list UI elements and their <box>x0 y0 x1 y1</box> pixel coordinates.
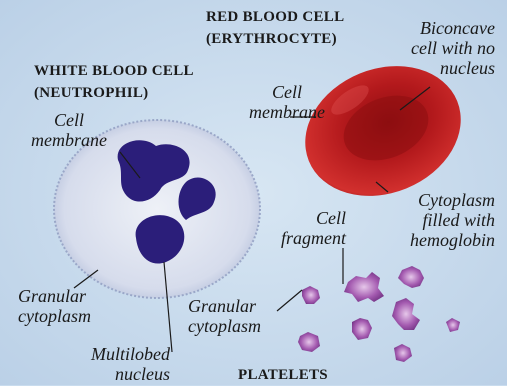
wbc-membrane-label: Cell membrane <box>4 110 134 150</box>
granular-cytoplasm-wbc-label: Granular cytoplasm <box>18 286 91 326</box>
rbc-title: RED BLOOD CELL (ERYTHROCYTE) <box>206 6 344 50</box>
granular-cytoplasm-platelet-label: Granular cytoplasm <box>188 296 261 336</box>
multilobed-nucleus-label: Multilobed nucleus <box>40 344 170 384</box>
wbc-title: WHITE BLOOD CELL (NEUTROPHIL) <box>34 60 194 104</box>
rbc-cytoplasm-label: Cytoplasm filled with hemoglobin <box>410 190 495 250</box>
platelets-title: PLATELETS <box>238 364 328 386</box>
cell-fragment-label: Cell fragment <box>240 208 346 248</box>
biconcave-label: Biconcave cell with no nucleus <box>411 18 495 78</box>
rbc-membrane-label: Cell membrane <box>242 82 332 122</box>
